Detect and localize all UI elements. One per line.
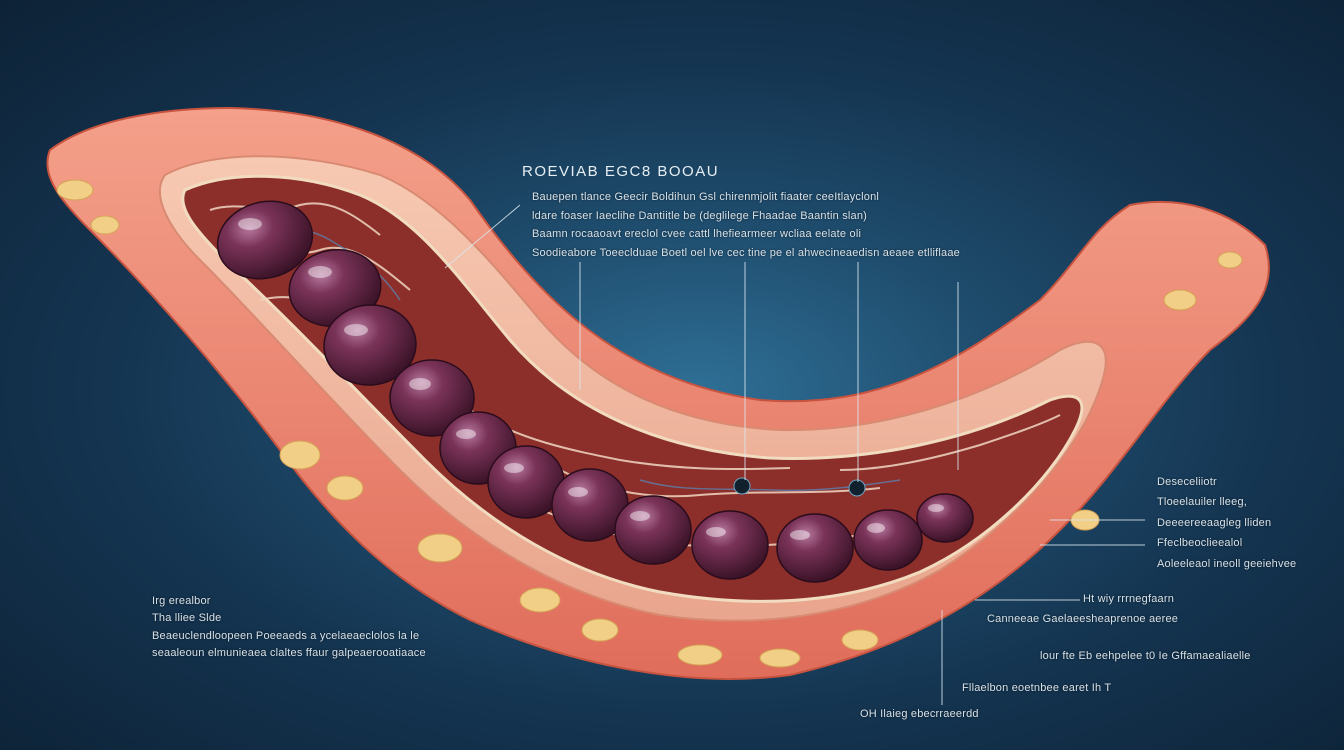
left-label-line-4: seaaleoun elmunieaea claltes ffaur galpe… [152, 647, 426, 659]
left-label-line-1: Irg erealbor [152, 595, 211, 607]
left-label-line-3: Beaeuclendloopeen Poeeaeds a ycelaeaeclo… [152, 630, 420, 642]
right-lower-label-line-1: Ht wiy rrrnegfaarn [1083, 593, 1175, 605]
right-lower-label-line-2: Canneeae Gaelaeesheaprenoe aeree [987, 613, 1179, 625]
diagram-title: ROEVIAB EGC8 BOOAU [522, 163, 720, 180]
organ-bodies [216, 200, 974, 583]
organ-highlights [238, 218, 944, 540]
left-label-line-2: Tha lliee Slde [152, 612, 222, 624]
right-upper-label-line-4: Ffeclbeoclieealol [1157, 537, 1243, 549]
top-label-line-4: Soodieabore Toeeclduae Boetl oel lve cec… [532, 247, 960, 259]
top-label-line-3: Baamn rocaaoavt ereclol cvee cattl lhefi… [532, 228, 862, 240]
right-upper-label-line-2: Tloeelauiler lleeg, [1157, 496, 1248, 508]
top-label-line-1: Bauepen tlance Geecir Boldihun Gsl chire… [532, 191, 880, 203]
pin-markers [733, 477, 866, 497]
fat-deposits [56, 179, 1243, 668]
right-lower-label-line-3: lour fte Eb eehpelee t0 Ie Gffamaealiael… [1040, 650, 1251, 662]
top-label-line-2: ldare foaser Iaeclihe Dantiitle be (degl… [532, 210, 868, 222]
bottom-label: OH Ilaieg ebecrraeerdd [860, 708, 979, 720]
right-lower-label-line-4: Fllaelbon eoetnbee earet Ih T [962, 682, 1112, 694]
right-upper-label-line-1: Deseceliiotr [1157, 476, 1217, 488]
leader-lines [444, 204, 1145, 705]
right-upper-label-line-3: Deeeereeaagleg lliden [1157, 517, 1272, 529]
right-upper-label-line-5: Aoleeleaol ineoll geeiehvee [1157, 558, 1297, 570]
